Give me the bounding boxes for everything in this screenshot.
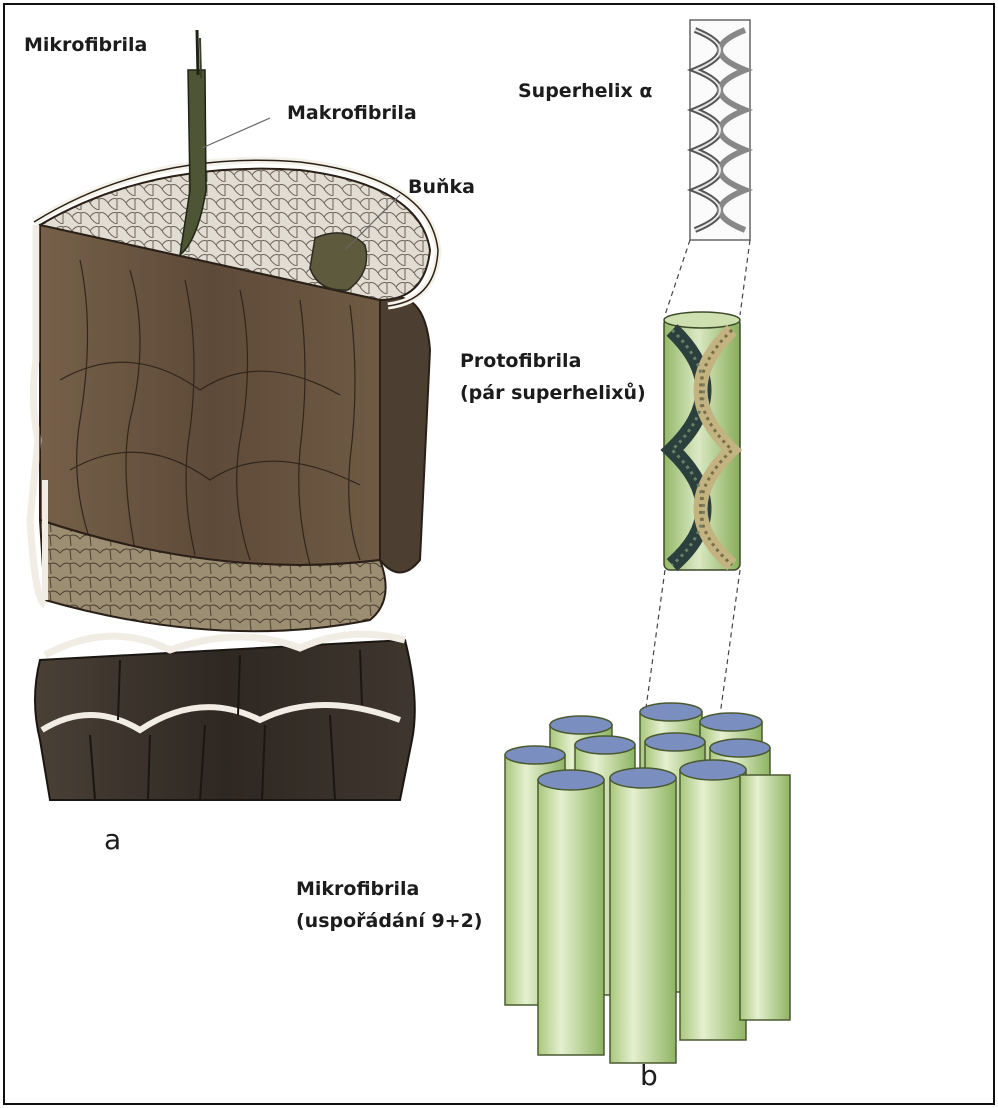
hair-cortex-side [380,297,430,572]
label-makrofibrila: Makrofibrila [287,98,417,128]
superhelix-illustration [690,20,750,240]
leader-line-makrofibrila [202,118,270,148]
microfibril-cylinder [538,780,604,1055]
hair-shaft-illustration [30,30,438,800]
microfibril-strand [200,38,201,78]
microfibril-cylinder [740,775,790,1020]
microfibril-cylinder [680,770,746,1040]
label-bunka: Buňka [408,172,475,202]
label-mikrofibrila-top: Mikrofibrila [24,30,147,60]
microfibril-bundle-illustration [505,703,790,1063]
microfibril-cylinder [610,778,676,1063]
panel-label-a: a [104,824,121,856]
hair-lower-segment [35,640,415,800]
cell-cluster [310,233,367,290]
microfibril-strand [197,30,198,75]
label-mikrofibrila: Mikrofibrila [296,874,419,904]
label-protofibrila-detail: (pár superhelixů) [460,378,646,408]
label-mikrofibrila-detail: (uspořádání 9+2) [296,906,482,936]
protofibril-illustration [664,312,740,570]
label-protofibrila: Protofibrila [460,346,581,376]
label-superhelix: Superhelix α [518,76,652,106]
panel-label-b: b [640,1060,658,1092]
